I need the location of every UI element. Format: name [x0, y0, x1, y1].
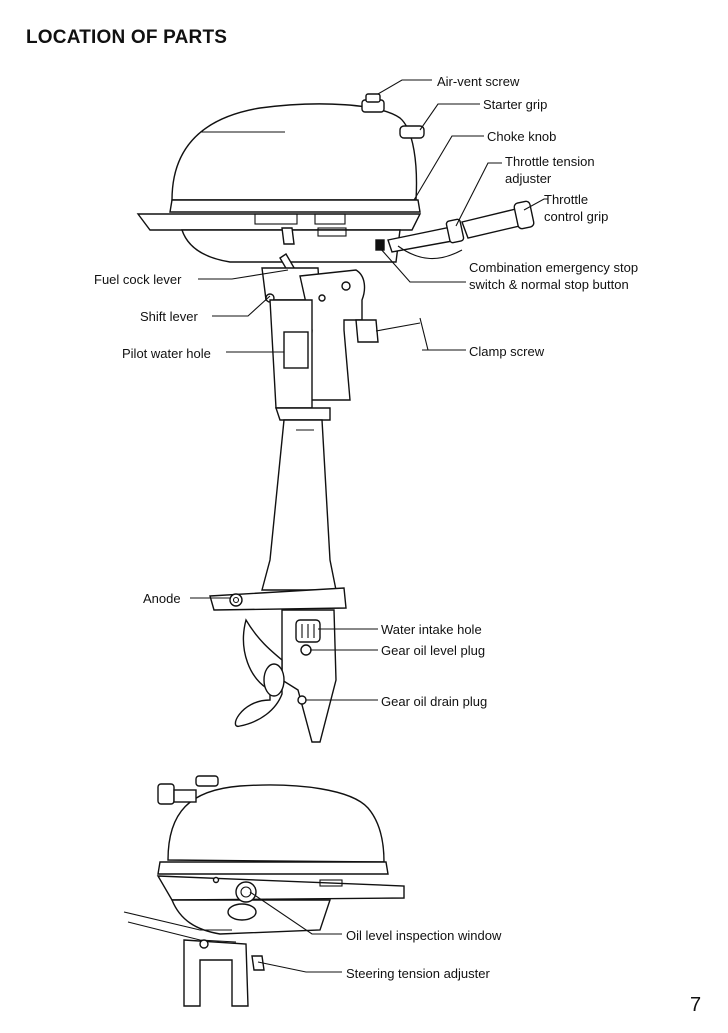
label-steering-tension-adjuster: Steering tension adjuster	[346, 966, 490, 981]
page-title: LOCATION OF PARTS	[26, 27, 228, 48]
label-gear-oil-level-plug: Gear oil level plug	[381, 643, 486, 658]
page-number: 7	[690, 994, 702, 1016]
label-oil-level-inspection-window: Oil level inspection window	[346, 928, 502, 943]
label-combination-switch: Combination emergency stop switch & norm…	[469, 260, 639, 292]
label-starter-grip: Starter grip	[483, 97, 548, 112]
label-clamp-screw: Clamp screw	[469, 344, 545, 359]
label-fuel-cock-lever: Fuel cock lever	[94, 272, 182, 287]
label-choke-knob: Choke knob	[487, 129, 557, 144]
main-motor-drawing	[136, 93, 535, 743]
label-shift-lever: Shift lever	[140, 309, 198, 324]
label-gear-oil-drain-plug: Gear oil drain plug	[381, 694, 488, 709]
label-throttle-control-grip: Throttle control grip	[544, 192, 609, 224]
leader-lines	[190, 79, 548, 701]
leader-lines-secondary	[249, 891, 342, 973]
secondary-motor-drawing	[123, 775, 405, 1007]
label-pilot-water-hole: Pilot water hole	[122, 346, 211, 361]
label-anode: Anode	[143, 591, 181, 606]
label-throttle-tension-adjuster: Throttle tension adjuster	[505, 154, 595, 186]
label-water-intake-hole: Water intake hole	[381, 622, 482, 637]
label-air-vent-screw: Air-vent screw	[437, 74, 520, 89]
